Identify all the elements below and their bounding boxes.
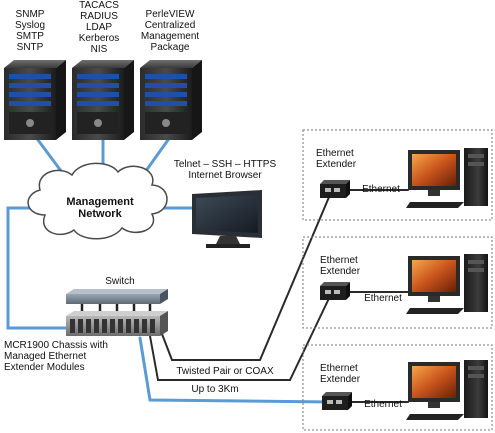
site-box-3 — [302, 344, 493, 431]
site-box-1 — [302, 129, 493, 221]
extender-icon — [320, 282, 350, 300]
twisted-pair-label: Twisted Pair or COAX — [176, 366, 274, 377]
server-icon — [140, 60, 202, 140]
server-icon — [4, 60, 66, 140]
pc-icon — [406, 254, 488, 314]
monitor-label: Telnet – SSH – HTTPS Internet Browser — [173, 159, 277, 181]
switch-icon — [66, 289, 168, 304]
switch-label: Switch — [105, 276, 135, 287]
extender-icon — [322, 392, 352, 410]
site-3-ethernet-label: Ethernet — [364, 399, 402, 410]
links — [6, 138, 409, 404]
cloud-label: Management Network — [66, 196, 134, 220]
cloud-icon — [27, 162, 168, 240]
server-1-label: SNMP Syslog SMTP SNTP — [14, 9, 45, 53]
site-2-ethernet-label: Ethernet — [364, 293, 402, 304]
chassis-extender2-link — [149, 291, 333, 381]
monitor-icon — [192, 190, 262, 248]
distance-label: Up to 3Km — [191, 384, 239, 395]
remote-sites — [302, 129, 493, 431]
server-2-label: TACACS RADIUS LDAP Kerberos NIS — [78, 0, 120, 55]
switch-chassis-links — [80, 301, 152, 320]
pc-icon — [406, 148, 488, 208]
chassis-label: MCR1900 Chassis with Managed Ethernet Ex… — [4, 340, 108, 373]
server-rack — [4, 60, 202, 140]
extender-icons — [320, 180, 352, 410]
server-icon — [72, 60, 134, 140]
chassis-extender1-link — [161, 189, 333, 361]
chassis-icon — [66, 311, 168, 336]
server-3-label: PerleVIEW Centralized Management Package — [140, 9, 200, 53]
pc-icons — [406, 148, 488, 420]
chassis-extender3-link — [138, 336, 334, 404]
extender-icon — [320, 180, 350, 198]
site-1-ethernet-label: Ethernet — [362, 184, 400, 195]
cloud-chassis-link — [6, 206, 68, 330]
site-2-extender-label: Ethernet Extender — [320, 255, 361, 277]
pc-icon — [406, 360, 488, 420]
site-3-extender-label: Ethernet Extender — [320, 363, 361, 385]
site-1-extender-label: Ethernet Extender — [316, 148, 357, 170]
